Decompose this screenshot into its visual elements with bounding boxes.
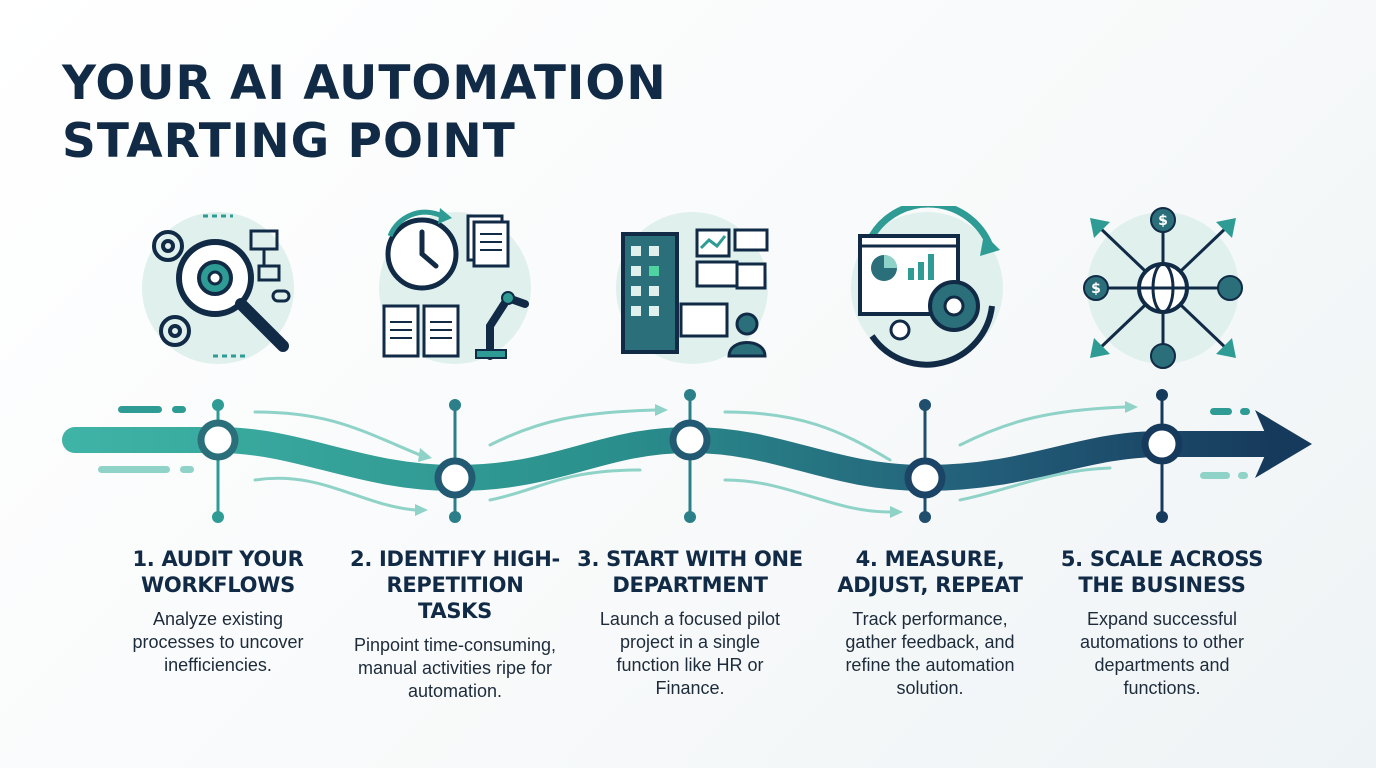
step-5: 5. SCALE ACROSS THE BUSINESS Expand succ… — [1042, 546, 1282, 700]
milestone-5 — [1141, 389, 1183, 523]
step-4-description: Track performance, gather feedback, and … — [845, 609, 1015, 698]
step-5-title: 5. SCALE ACROSS THE BUSINESS — [1060, 547, 1264, 597]
clock-documents-robot-arm-icon — [370, 206, 540, 370]
dashboard-cycle-gear-icon — [842, 200, 1012, 370]
page-title: YOUR AI AUTOMATION STARTING POINT — [62, 55, 667, 171]
step-2-description: Pinpoint time-consuming, manual activiti… — [353, 635, 557, 701]
speed-lines-left — [98, 406, 194, 473]
magnifier-gears-flowchart-icon — [133, 206, 303, 370]
title-line-2: STARTING POINT — [62, 114, 516, 169]
milestone-4 — [904, 399, 946, 523]
milestone-3 — [669, 389, 711, 523]
office-building-dashboards-icon — [607, 206, 777, 370]
step-1: 1. AUDIT YOUR WORKFLOWS Analyze existing… — [98, 546, 338, 677]
step-4-title: 4. MEASURE, ADJUST, REPEAT — [837, 547, 1023, 597]
step-4: 4. MEASURE, ADJUST, REPEAT Track perform… — [810, 546, 1050, 700]
step-2-title: 2. IDENTIFY HIGH-REPETITION TASKS — [350, 547, 560, 623]
flow-arrowheads — [415, 401, 1138, 518]
step-2: 2. IDENTIFY HIGH-REPETITION TASKS Pinpoi… — [335, 546, 575, 703]
milestone-2 — [434, 399, 476, 523]
flow-curves — [253, 405, 1127, 514]
svg-text:$: $ — [1158, 213, 1168, 229]
title-line-1: YOUR AI AUTOMATION — [62, 56, 667, 111]
step-1-description: Analyze existing processes to uncover in… — [132, 609, 304, 675]
globe-network-expansion-icon: $$ — [1078, 206, 1248, 370]
svg-text:$: $ — [1091, 281, 1101, 297]
step-3-title: 3. START WITH ONE DEPARTMENT — [577, 547, 803, 597]
milestone-1 — [197, 399, 239, 523]
speed-lines-right — [1200, 408, 1250, 479]
road-arrowhead — [1255, 410, 1312, 478]
step-3: 3. START WITH ONE DEPARTMENT Launch a fo… — [570, 546, 810, 700]
step-1-title: 1. AUDIT YOUR WORKFLOWS — [132, 547, 304, 597]
step-3-description: Launch a focused pilot project in a sing… — [599, 609, 781, 698]
step-5-description: Expand successful automations to other d… — [1079, 609, 1245, 698]
